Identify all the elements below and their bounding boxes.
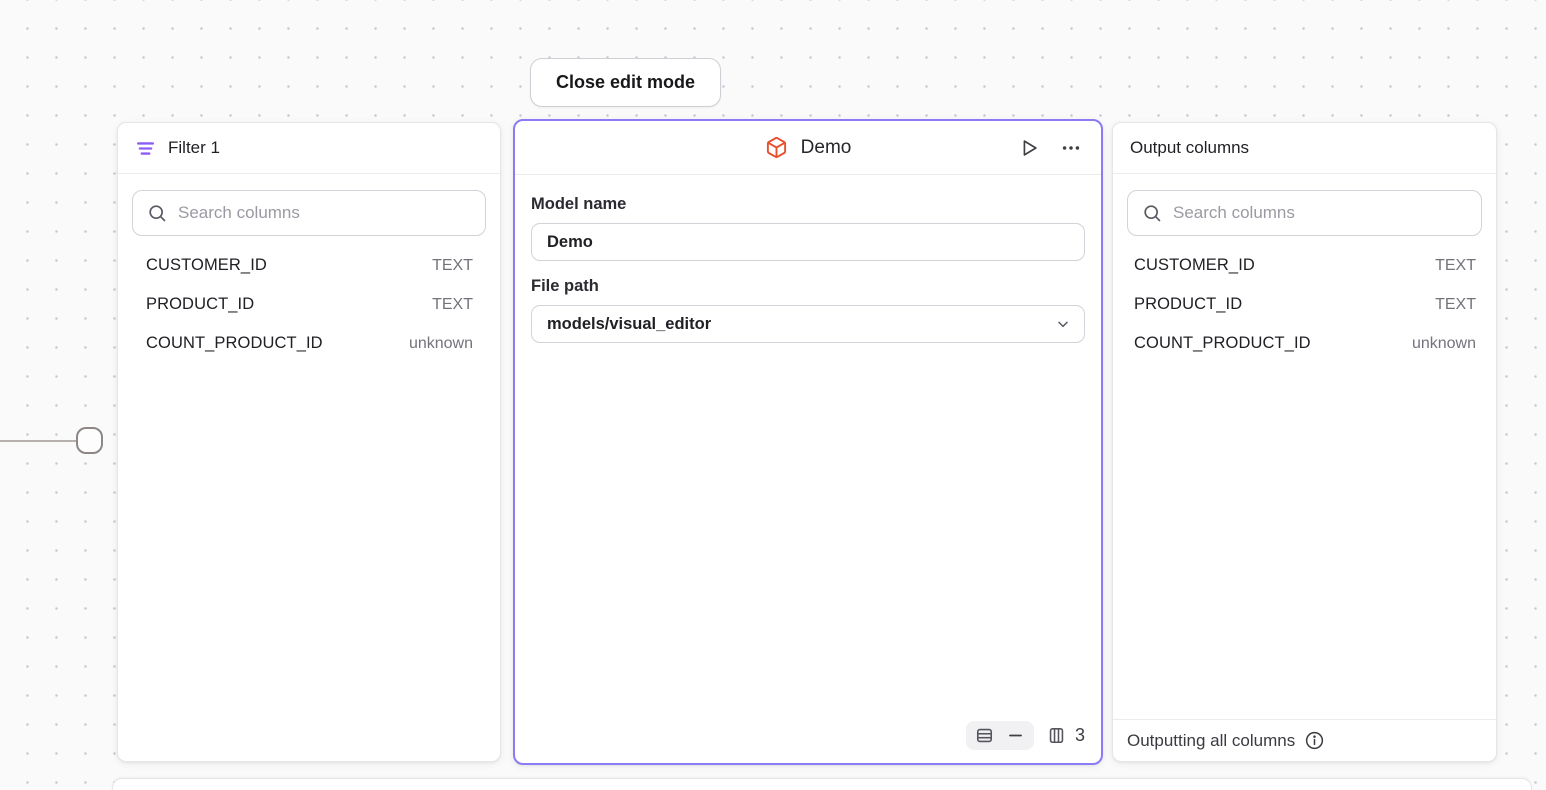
filter-search-input[interactable] xyxy=(178,203,471,223)
column-type: TEXT xyxy=(432,256,473,274)
file-path-value: models/visual_editor xyxy=(547,314,712,333)
output-column-list: CUSTOMER_ID TEXT PRODUCT_ID TEXT COUNT_P… xyxy=(1113,246,1496,363)
view-toggle-pill xyxy=(965,721,1034,750)
more-icon xyxy=(1060,137,1082,159)
model-panel-footer: 3 xyxy=(965,721,1085,750)
output-panel-footer: Outputting all columns xyxy=(1113,719,1496,761)
model-cube-icon xyxy=(765,136,788,159)
filter-panel-header: Filter 1 xyxy=(118,123,500,174)
chevron-down-icon xyxy=(1055,316,1071,332)
more-options-button[interactable] xyxy=(1055,132,1087,164)
output-search-box[interactable] xyxy=(1127,190,1482,236)
info-icon[interactable] xyxy=(1304,730,1325,751)
model-panel-header: Demo xyxy=(515,121,1101,175)
column-name: PRODUCT_ID xyxy=(1134,295,1243,313)
file-path-label: File path xyxy=(531,277,599,295)
column-name: PRODUCT_ID xyxy=(146,295,255,313)
column-count-value: 3 xyxy=(1074,725,1085,745)
rows-view-button[interactable] xyxy=(975,726,994,745)
column-type: unknown xyxy=(1411,334,1476,352)
model-name-input[interactable] xyxy=(531,223,1085,261)
output-panel-title: Output columns xyxy=(1130,138,1250,157)
rows-view-icon xyxy=(975,726,994,745)
column-type: unknown xyxy=(408,334,473,352)
play-icon xyxy=(1018,137,1040,159)
output-panel-header: Output columns xyxy=(1113,123,1496,174)
search-icon xyxy=(147,203,167,223)
bottom-clipped-panel xyxy=(112,778,1532,790)
column-row[interactable]: PRODUCT_ID TEXT xyxy=(146,285,473,324)
column-row[interactable]: CUSTOMER_ID TEXT xyxy=(146,246,473,285)
column-row[interactable]: PRODUCT_ID TEXT xyxy=(1134,285,1476,324)
column-row[interactable]: COUNT_PRODUCT_ID unknown xyxy=(146,324,473,363)
model-title-wrap: Demo xyxy=(765,136,852,159)
output-search-input[interactable] xyxy=(1173,203,1467,223)
file-path-select[interactable]: models/visual_editor xyxy=(531,305,1085,343)
filter-icon xyxy=(135,138,156,159)
model-panel-title: Demo xyxy=(800,136,852,158)
output-footer-text: Outputting all columns xyxy=(1127,730,1296,750)
model-header-actions xyxy=(1013,121,1087,174)
search-icon xyxy=(1142,203,1162,223)
collapse-button[interactable] xyxy=(1006,726,1025,745)
column-row[interactable]: CUSTOMER_ID TEXT xyxy=(1134,246,1476,285)
filter-panel-title: Filter 1 xyxy=(168,138,220,157)
filter-node-panel[interactable]: Filter 1 CUSTOMER_ID TEXT PRODUCT_ID TEX… xyxy=(117,122,501,762)
column-name: COUNT_PRODUCT_ID xyxy=(1134,334,1311,352)
close-edit-mode-button[interactable]: Close edit mode xyxy=(530,58,721,107)
column-type: TEXT xyxy=(1435,256,1476,274)
filter-search-box[interactable] xyxy=(132,190,486,236)
column-name: CUSTOMER_ID xyxy=(146,256,267,274)
minus-icon xyxy=(1006,726,1025,745)
column-count-button[interactable]: 3 xyxy=(1047,725,1085,746)
filter-column-list: CUSTOMER_ID TEXT PRODUCT_ID TEXT COUNT_P… xyxy=(118,246,500,363)
column-type: TEXT xyxy=(432,295,473,313)
column-row[interactable]: COUNT_PRODUCT_ID unknown xyxy=(1134,324,1476,363)
column-name: CUSTOMER_ID xyxy=(1134,256,1255,274)
edge-connector-line xyxy=(0,440,77,442)
column-name: COUNT_PRODUCT_ID xyxy=(146,334,323,352)
output-columns-panel[interactable]: Output columns CUSTOMER_ID TEXT PRODUCT_… xyxy=(1112,122,1497,762)
run-model-button[interactable] xyxy=(1013,132,1045,164)
edge-connector-handle[interactable] xyxy=(76,427,103,454)
columns-view-icon xyxy=(1047,726,1066,745)
model-panel-body: Model name File path models/visual_edito… xyxy=(515,175,1101,761)
model-name-label: Model name xyxy=(531,195,627,213)
model-node-panel[interactable]: Demo xyxy=(513,119,1103,765)
column-type: TEXT xyxy=(1435,295,1476,313)
